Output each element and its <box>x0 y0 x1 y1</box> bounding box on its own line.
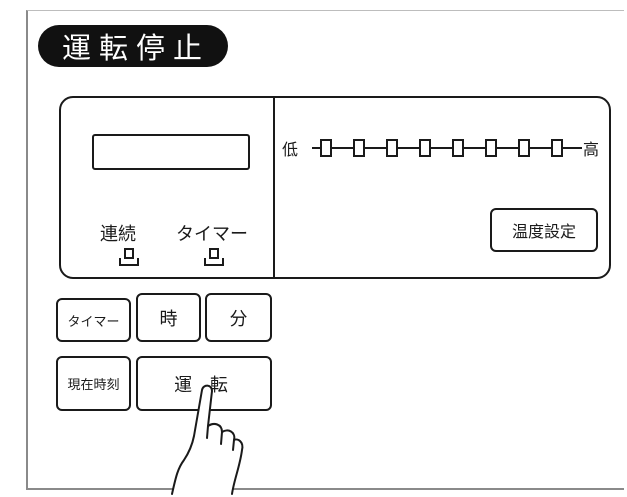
level-low-label: 低 <box>282 140 299 159</box>
level-steps <box>312 139 582 157</box>
level-step-indicator <box>518 139 530 157</box>
level-step-indicator <box>386 139 398 157</box>
panel-divider <box>273 98 275 277</box>
timer-button[interactable]: タイマー <box>56 298 131 342</box>
mode-label-timer: タイマー <box>176 224 248 245</box>
hour-button[interactable]: 時 <box>136 293 201 342</box>
hour-button-label: 時 <box>159 308 178 330</box>
level-step-indicator <box>452 139 464 157</box>
pointing-hand-icon <box>171 384 244 495</box>
run-button[interactable]: 運 転 <box>136 356 272 411</box>
lcd-display <box>92 134 250 170</box>
run-button-label: 運 転 <box>174 374 234 396</box>
level-step-indicator <box>485 139 497 157</box>
current-time-button-label: 現在時刻 <box>67 378 120 393</box>
minute-button[interactable]: 分 <box>205 293 272 342</box>
diagram-frame <box>26 10 624 490</box>
temperature-setting-label: 温度設定 <box>511 222 576 241</box>
minute-button-label: 分 <box>229 308 248 330</box>
display-panel <box>59 96 611 279</box>
level-step-indicator <box>419 139 431 157</box>
level-step-indicator <box>551 139 563 157</box>
timer-lamp-icon <box>204 248 224 266</box>
timer-button-label: タイマー <box>67 314 120 330</box>
temperature-level-meter: 低 高 <box>282 136 602 162</box>
current-time-button[interactable]: 現在時刻 <box>56 356 131 411</box>
level-high-label: 高 <box>583 140 600 159</box>
temperature-setting-button[interactable]: 温度設定 <box>490 208 598 252</box>
continuous-lamp-icon <box>119 248 139 266</box>
title-text: 運転停止 <box>61 31 210 65</box>
level-step-indicator <box>320 139 332 157</box>
mode-label-continuous: 連続 <box>100 224 136 245</box>
stop-status-badge: 運転停止 <box>38 25 228 67</box>
level-step-indicator <box>353 139 365 157</box>
